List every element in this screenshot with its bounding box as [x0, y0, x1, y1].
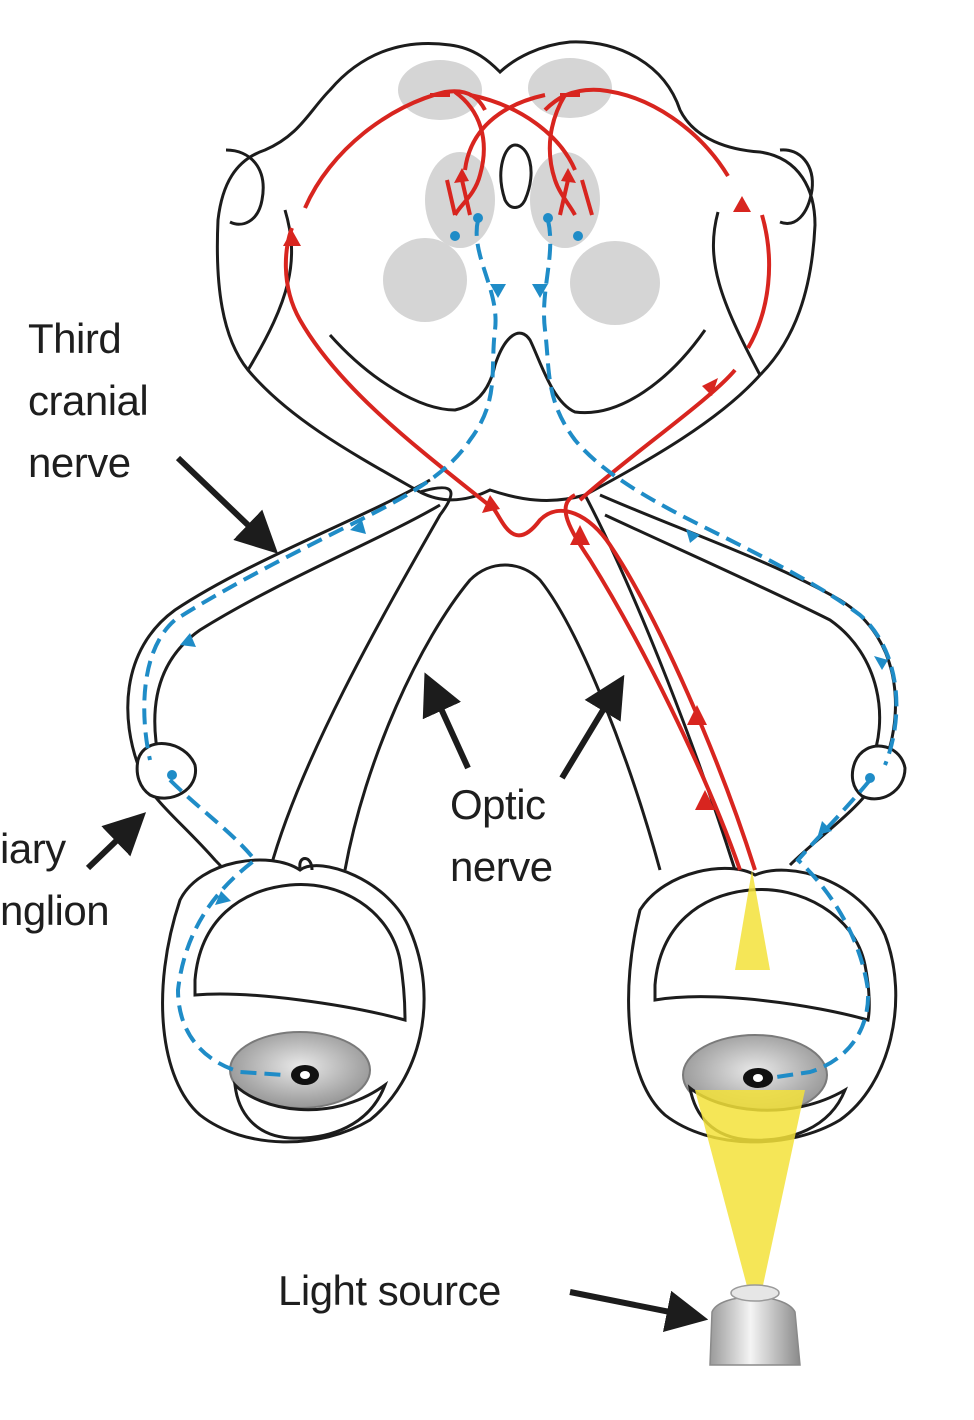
label-third-cranial-nerve: Third cranial nerve: [28, 308, 149, 494]
flashlight-icon: [709, 1284, 801, 1366]
efferent-arrowheads: [180, 284, 888, 905]
afferent-pathway: [283, 87, 772, 871]
pointer-optic-nerve-left: [422, 672, 471, 770]
label-optic-nerve-line2: nerve: [450, 843, 553, 890]
afferent-arrowheads: [283, 168, 751, 810]
label-ciliary-ganglion-line1: iary: [0, 825, 66, 872]
label-third-cranial-nerve-line2: cranial: [28, 377, 149, 424]
brainstem-outline: [215, 40, 817, 497]
label-optic-nerve: Optic nerve: [450, 774, 553, 898]
label-optic-nerve-line1: Optic: [450, 781, 546, 828]
label-light-source: Light source: [278, 1260, 501, 1322]
efferent-synapses: [167, 213, 875, 783]
left-eye: [161, 857, 426, 1144]
pointer-ciliary-ganglion: [85, 812, 147, 871]
label-third-cranial-nerve-line1: Third: [28, 315, 122, 362]
pointer-third-cranial-nerve: [175, 455, 279, 554]
label-light-source-text: Light source: [278, 1267, 501, 1314]
pointer-optic-nerve-right: [559, 674, 625, 780]
label-ciliary-ganglion-line2: nglion: [0, 887, 110, 934]
efferent-pathway: [142, 219, 899, 1080]
pointer-light-source: [569, 1289, 709, 1333]
light-beam: [695, 870, 805, 1290]
label-third-cranial-nerve-line3: nerve: [28, 439, 131, 486]
label-ciliary-ganglion: iary nglion: [0, 818, 110, 942]
label-pointers: [85, 455, 709, 1333]
